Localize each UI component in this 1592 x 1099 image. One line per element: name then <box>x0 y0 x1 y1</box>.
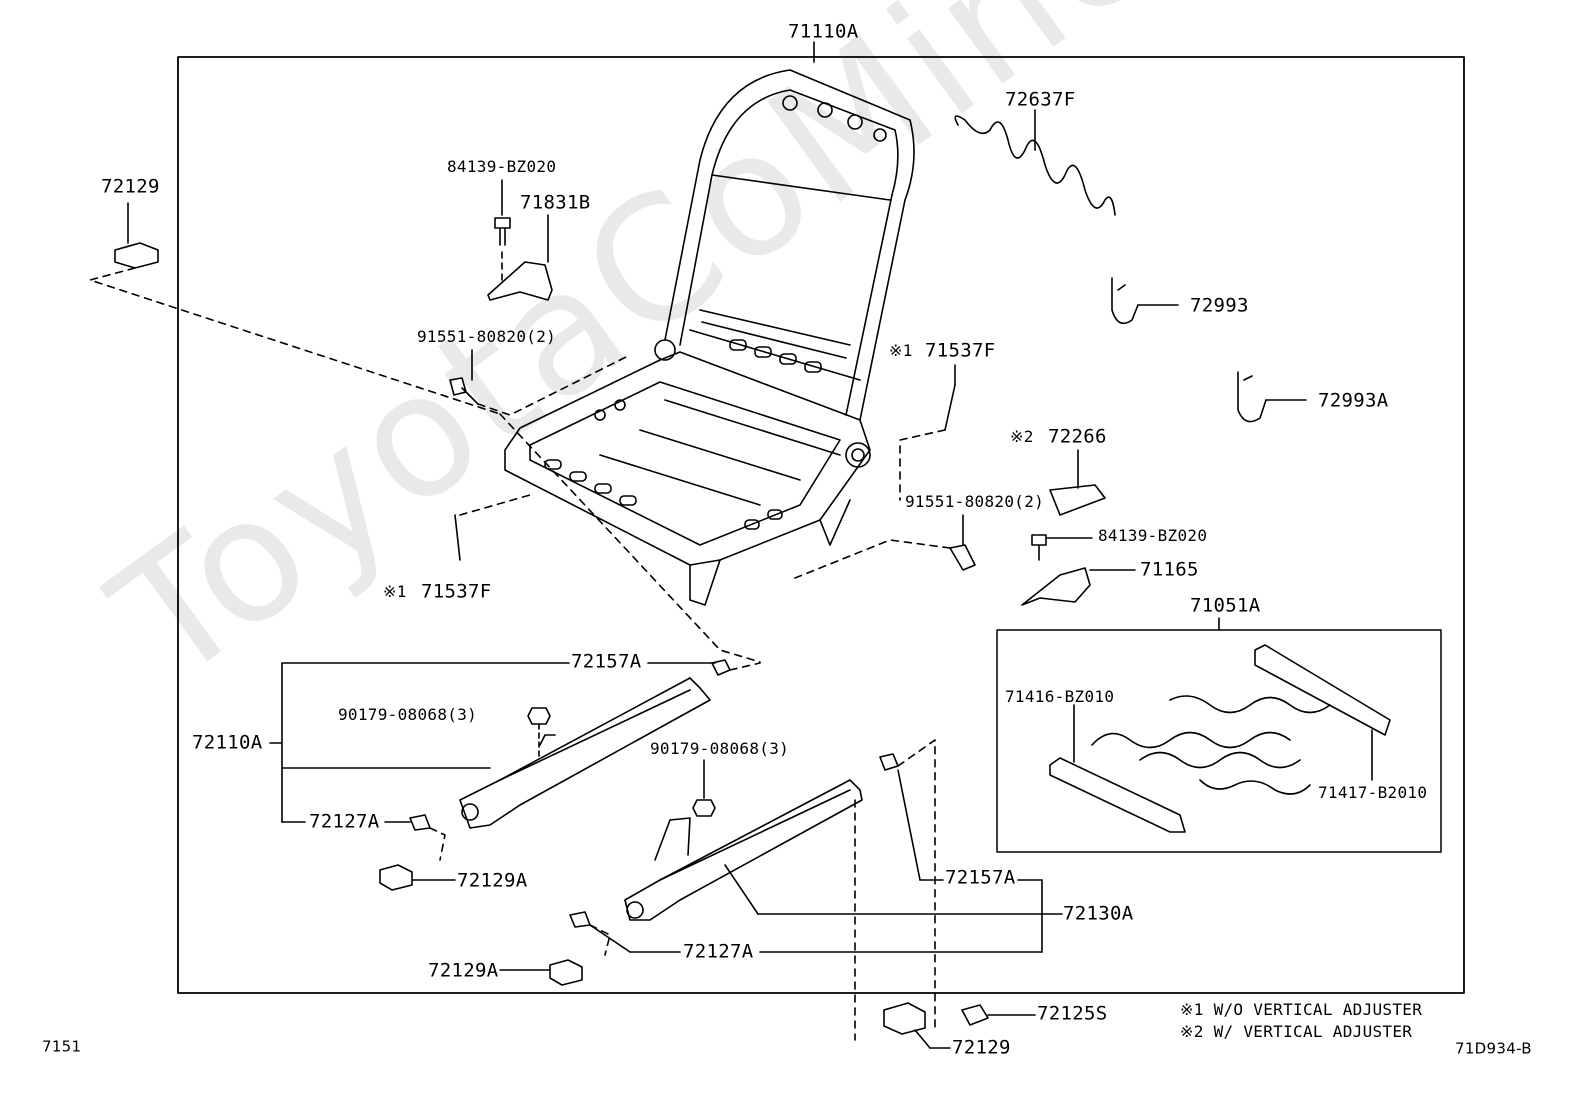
cover-72125S <box>961 1004 989 1026</box>
clip-72129-bottom <box>883 1002 926 1035</box>
cap-72157A-left <box>711 659 731 676</box>
spacer-72127A-left <box>409 814 431 831</box>
bolt-84139-top <box>494 217 511 246</box>
mark-1-right: ※1 <box>889 341 913 360</box>
group-box-71051A <box>996 629 1442 853</box>
label-72266: 72266 <box>1048 425 1107 448</box>
label-72129-bottom: 72129 <box>952 1036 1011 1059</box>
label-72993A: 72993A <box>1318 389 1389 412</box>
footnote-1: ※1 W/O VERTICAL ADJUSTER <box>1180 1000 1423 1019</box>
label-90179-left: 90179-08068(3) <box>338 705 478 724</box>
spring-assembly-71051A <box>1049 644 1391 833</box>
label-91551-left: 91551-80820(2) <box>417 327 557 346</box>
label-72157A-left: 72157A <box>571 650 642 673</box>
label-91551-right: 91551-80820(2) <box>905 492 1045 511</box>
label-71110A: 71110A <box>788 20 859 43</box>
pin-71537F-right <box>944 384 956 431</box>
label-71416-BZ010: 71416-BZ010 <box>1005 687 1115 706</box>
bracket-71831B <box>487 261 553 301</box>
spacer-72127A-right <box>569 911 591 928</box>
mark-1-left: ※1 <box>383 582 407 601</box>
label-72993: 72993 <box>1190 294 1249 317</box>
label-72637F: 72637F <box>1005 88 1076 111</box>
nut-90179-left <box>527 707 551 725</box>
label-84139-BZ020-top: 84139-BZ020 <box>447 157 557 176</box>
seat-frame <box>504 69 915 606</box>
hook-72993A <box>1237 371 1267 423</box>
label-71537F-right: 71537F <box>925 339 996 362</box>
cover-72266 <box>1049 484 1106 516</box>
label-72129A-right: 72129A <box>428 959 499 982</box>
page-code-left: 7151 <box>42 1037 82 1056</box>
page-code-right: 71D934-B <box>1455 1039 1532 1058</box>
clip-72129A-left <box>379 864 413 891</box>
hook-72993 <box>1111 277 1139 325</box>
bolt-84139-right <box>1031 534 1047 561</box>
bolt-91551-left <box>449 377 479 405</box>
label-72129-top: 72129 <box>101 175 160 198</box>
clip-72129-top <box>114 242 159 269</box>
rail-72110A <box>459 677 711 829</box>
label-71051A: 71051A <box>1190 594 1261 617</box>
label-72157A-right: 72157A <box>945 866 1016 889</box>
label-71831B: 71831B <box>520 191 591 214</box>
clip-72129A-right <box>549 959 583 986</box>
label-71165: 71165 <box>1140 558 1199 581</box>
label-72130A: 72130A <box>1063 902 1134 925</box>
label-72127A-left: 72127A <box>309 810 380 833</box>
label-72110A: 72110A <box>192 731 263 754</box>
main-frame-border <box>177 56 1465 994</box>
cap-72157A-right <box>879 753 899 771</box>
bolt-91551-right <box>949 544 976 571</box>
label-71537F-left: 71537F <box>421 580 492 603</box>
label-71417-B2010: 71417-B2010 <box>1318 783 1428 802</box>
bracket-71165 <box>1021 567 1091 606</box>
pin-71537F-left <box>454 514 461 561</box>
label-72129A-left: 72129A <box>457 869 528 892</box>
label-72125S: 72125S <box>1037 1002 1108 1025</box>
label-90179-right: 90179-08068(3) <box>650 739 790 758</box>
footnote-2: ※2 W/ VERTICAL ADJUSTER <box>1180 1022 1413 1041</box>
label-84139-BZ020-right: 84139-BZ020 <box>1098 526 1208 545</box>
label-72127A-right: 72127A <box>683 940 754 963</box>
mark-2: ※2 <box>1010 427 1034 446</box>
rail-72130A <box>624 779 863 921</box>
nut-90179-right <box>692 799 716 817</box>
